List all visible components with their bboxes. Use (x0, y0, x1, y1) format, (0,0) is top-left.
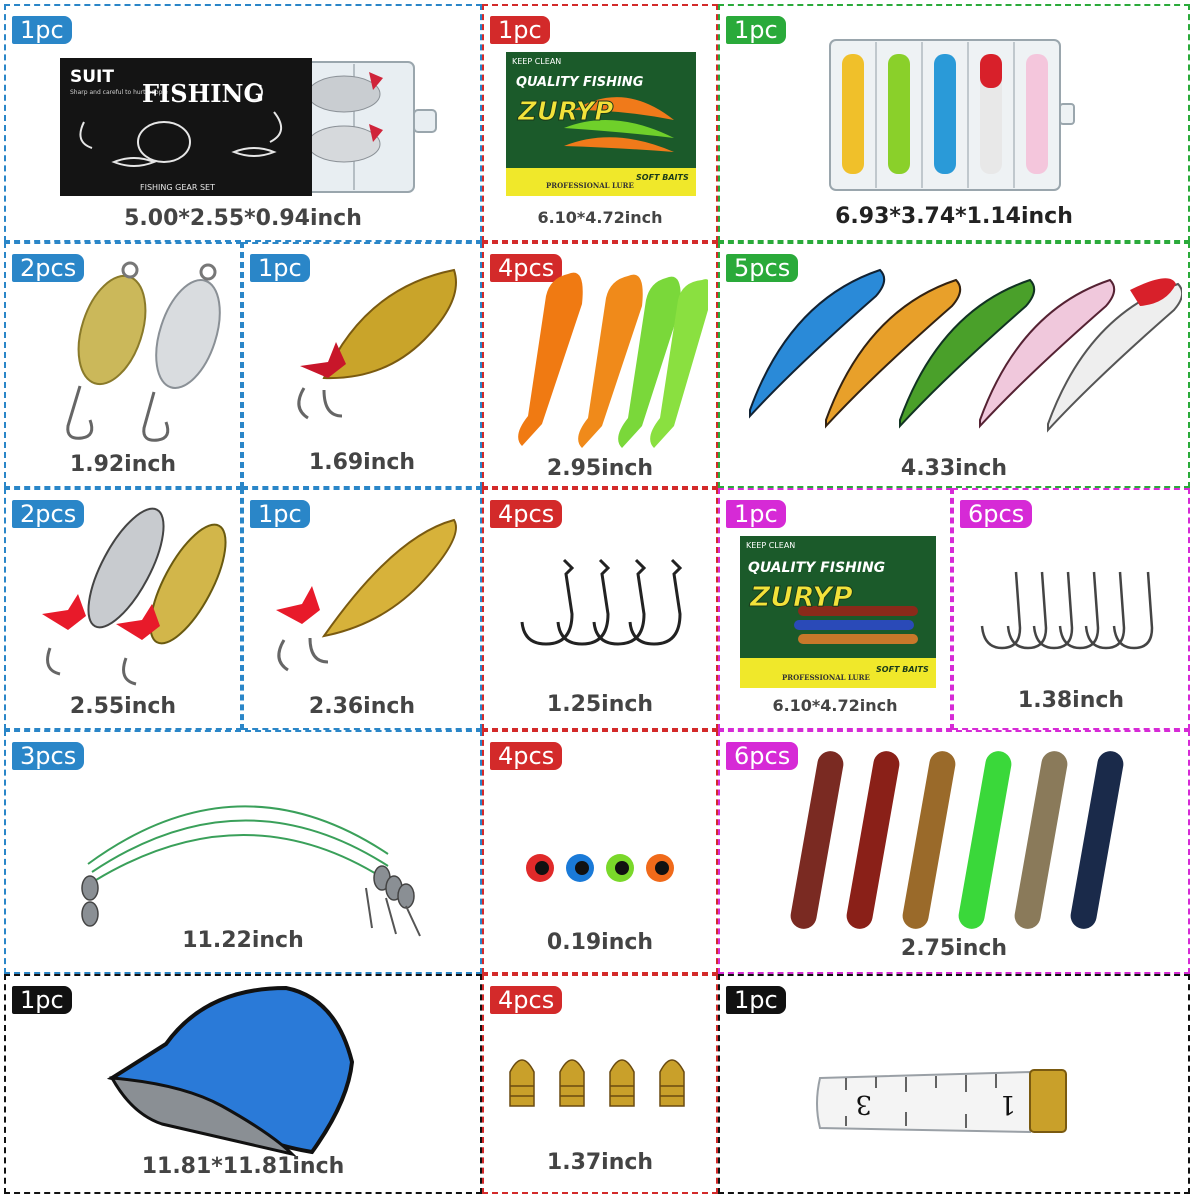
cell-minnows: 5pcs 4.33inch (718, 242, 1190, 488)
tape-mark-3: 3 (855, 1089, 872, 1119)
cell-tackle-box: 1pc SUIT Sharp and careful to hurt peopl… (4, 4, 482, 242)
cell-gold-spoon: 1pc 1.69inch (242, 242, 482, 488)
size-caption: 6.10*4.72inch (537, 208, 663, 227)
size-caption: 1.38inch (1017, 688, 1125, 713)
cell-minnow-box: 1pc 6.93*3.74*1.14inch (718, 4, 1190, 242)
cell-bullet-weights: 4pcs 1.37inch (482, 974, 718, 1194)
wire-leaders-image (81, 805, 421, 937)
size-caption: 11.81*11.81inch (141, 1154, 345, 1179)
box-sub-text: Sharp and careful to hurt people (70, 89, 168, 96)
box-brand-text: SUIT (70, 67, 114, 87)
size-caption: 2.55inch (69, 694, 177, 719)
quantity-badge: 6pcs (960, 500, 1033, 528)
quantity-badge: 1pc (12, 16, 72, 44)
cell-3d-eyes: 4pcs 0.19inch (482, 730, 718, 974)
quantity-badge: 1pc (726, 986, 786, 1014)
paddle-tail-baits-image (518, 272, 708, 448)
cell-worm-hooks: 4pcs 1.25inch (482, 488, 718, 730)
size-caption: 1.69inch (308, 450, 416, 475)
cell-towel: 1pc 11.81*11.81inch (4, 974, 482, 1194)
size-caption: 6.10*4.72inch (772, 696, 898, 715)
size-caption: 1.37inch (546, 1150, 654, 1175)
pack-corner-text: SOFT BAITS (876, 665, 929, 674)
gold-spoon-lure-image (297, 268, 457, 420)
bullet-weights-image (509, 1059, 685, 1107)
cell-bait-hooks: 6pcs 1.38inch (952, 488, 1190, 730)
pack-brand-text: ZURYP (749, 580, 853, 613)
quantity-badge: 2pcs (12, 500, 85, 528)
lure-eyes-image (526, 854, 674, 882)
quantity-badge: 5pcs (726, 254, 799, 282)
quantity-badge: 4pcs (490, 742, 563, 770)
pack-brand-text: ZURYP (517, 97, 613, 127)
quantity-badge: 4pcs (490, 500, 563, 528)
size-caption: 0.19inch (546, 930, 654, 955)
box-title-text: FISHING (142, 79, 264, 108)
size-caption: 11.22inch (182, 928, 304, 953)
pack-bottom-text: PROFESSIONAL LURE (546, 181, 634, 190)
quantity-badge: 2pcs (12, 254, 85, 282)
towel-image (106, 985, 355, 1156)
box-footer-text: FISHING GEAR SET (140, 183, 215, 192)
diamond-spoon-lures-image (42, 507, 227, 686)
pack-top-text: KEEP CLEAN (746, 541, 795, 550)
cell-spoon-pair: 2pcs 1.92inch (4, 242, 242, 488)
spoon-lures-image (66, 261, 221, 442)
cell-soft-bait-pack: 1pc KEEP CLEAN QUALITY FISHING ZURYP PRO… (482, 4, 718, 242)
size-caption: 2.95inch (546, 456, 654, 481)
cell-wire-leaders: 3pcs 11.22inch (4, 730, 482, 974)
stick-worm-baits-image (790, 751, 1124, 929)
pack-bottom-text: PROFESSIONAL LURE (782, 673, 870, 682)
fishing-gear-box-image: SUIT Sharp and careful to hurt people FI… (60, 58, 437, 196)
size-caption: 1.25inch (546, 692, 654, 717)
quantity-badge: 1pc (250, 254, 310, 282)
soft-bait-pack-image: KEEP CLEAN QUALITY FISHING ZURYP PROFESS… (506, 52, 696, 196)
quantity-badge: 1pc (490, 16, 550, 44)
cell-scale-spoon: 1pc 2.36inch (242, 488, 482, 730)
pack-headline-text: QUALITY FISHING (748, 560, 885, 576)
cell-worm-pack: 1pc KEEP CLEAN QUALITY FISHING ZURYP PRO… (718, 488, 952, 730)
pack-corner-text: SOFT BAITS (636, 173, 689, 182)
size-caption: 4.33inch (900, 456, 1008, 481)
quantity-badge: 1pc (726, 500, 786, 528)
quantity-badge: 1pc (250, 500, 310, 528)
pack-top-text: KEEP CLEAN (512, 57, 561, 66)
size-caption: 1.92inch (69, 452, 177, 477)
size-caption: 6.93*3.74*1.14inch (835, 204, 1073, 229)
minnow-lure-box-image (829, 39, 1075, 191)
tape-mark-1: 1 (999, 1089, 1016, 1119)
quantity-badge: 3pcs (12, 742, 85, 770)
quantity-badge: 1pc (726, 16, 786, 44)
quantity-badge: 4pcs (490, 986, 563, 1014)
pack-headline-text: QUALITY FISHING (516, 75, 644, 90)
quantity-badge: 1pc (12, 986, 72, 1014)
bait-hooks-image (980, 571, 1154, 650)
size-caption: 2.36inch (308, 694, 416, 719)
cell-diamond-spoons: 2pcs 2.55inch (4, 488, 242, 730)
worm-hooks-image (520, 558, 683, 646)
quantity-badge: 6pcs (726, 742, 799, 770)
cell-paddle-tails: 4pcs 2.95inch (482, 242, 718, 488)
quantity-badge: 4pcs (490, 254, 563, 282)
scale-spoon-lure-image (276, 518, 457, 672)
worm-bait-pack-image: KEEP CLEAN QUALITY FISHING ZURYP PROFESS… (740, 536, 936, 688)
size-caption: 2.75inch (900, 936, 1008, 961)
measuring-tape-image: 3 1 (816, 1069, 1067, 1134)
minnow-lures-image (749, 268, 1182, 433)
cell-stick-worms: 6pcs 2.75inch (718, 730, 1190, 974)
size-caption: 5.00*2.55*0.94inch (124, 206, 362, 231)
cell-measuring-tape: 1pc 3 1 (718, 974, 1190, 1194)
